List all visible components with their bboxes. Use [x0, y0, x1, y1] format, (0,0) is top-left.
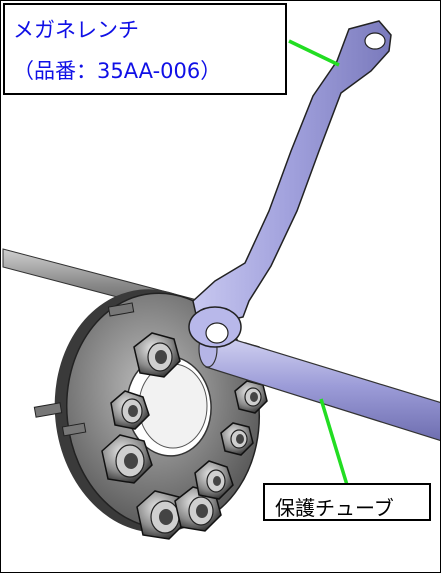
tube-name-label: 保護チューブ: [275, 496, 394, 520]
leader-lines: [288, 39, 349, 486]
leader-line-tube: [319, 398, 349, 486]
tube-label-box: 保護チューブ: [263, 483, 431, 521]
leader-line-wrench: [288, 39, 340, 67]
wrench-label-box: メガネレンチ （品番：35AA-006）: [3, 3, 287, 95]
wrench-name-label: メガネレンチ: [13, 18, 139, 42]
wrench: [188, 20, 392, 348]
nuts: [101, 332, 268, 540]
studs: [33, 302, 135, 437]
wrench-part-number-label: （品番：35AA-006）: [13, 59, 222, 83]
